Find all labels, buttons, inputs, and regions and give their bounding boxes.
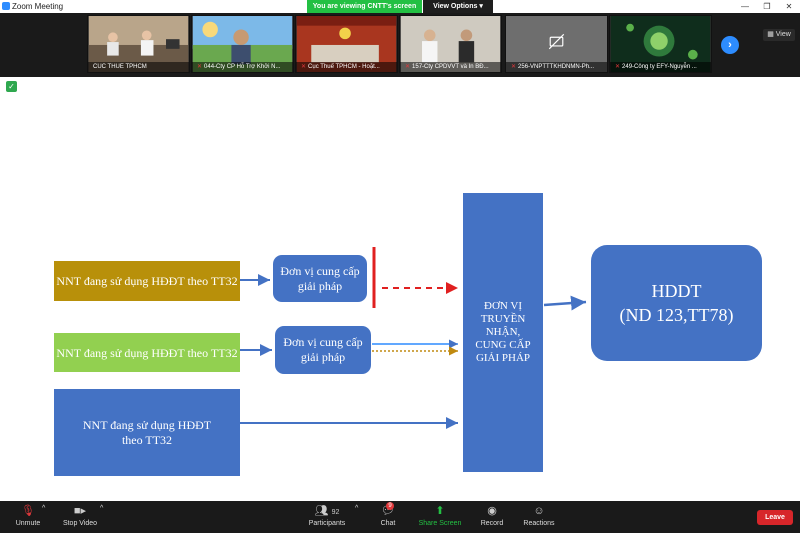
participants-caret-icon[interactable]: ^ <box>355 505 359 512</box>
audio-options-caret-icon[interactable]: ^ <box>42 505 46 512</box>
share-screen-label: Share Screen <box>418 520 462 527</box>
participant-tile[interactable]: ✕044-Cty CP Hỗ Trợ Khởi N... <box>191 15 294 73</box>
chat-icon: 💬︎9 <box>381 502 395 517</box>
nnt-box-row1: NNT đang sử dụng HĐĐT theo TT32 <box>54 261 240 301</box>
participant-name: ✕256-VNPTTTKHDNMN-Ph... <box>506 62 607 72</box>
muted-mic-icon: ✕ <box>615 64 621 70</box>
view-button[interactable]: ▦ View <box>763 29 795 41</box>
encryption-shield-icon[interactable]: ✓ <box>6 81 17 92</box>
chat-label: Chat <box>380 520 396 527</box>
participant-name: ✕249-Công ty EFY-Nguyễn ... <box>610 62 711 72</box>
participant-tile[interactable]: ✕Cục Thuế TPHCM - Hoặt... <box>295 15 398 73</box>
transmitter-box: ĐƠN VỊ TRUYỀN NHẬN, CUNG CẤP GIẢI PHÁP <box>463 193 543 472</box>
share-screen-icon: ⬆ <box>435 505 445 517</box>
viewing-screen-banner: You are viewing CNTT's screen <box>307 0 422 13</box>
participant-name: ✕157-Cty CPDVVT và In BĐ... <box>400 62 501 72</box>
record-icon: ◉ <box>487 505 497 517</box>
participants-label: Participants <box>308 520 346 527</box>
view-options-label: View Options <box>433 3 478 10</box>
reactions-smiley-icon: ☺ <box>533 505 545 517</box>
provider-box-row2: Đơn vị cung cấp giải pháp <box>275 326 371 374</box>
provider-box-row1: Đơn vị cung cấp giải pháp <box>273 255 367 302</box>
chat-badge: 9 <box>386 502 394 510</box>
arrow-transmitter-to-hddt <box>543 295 587 311</box>
reactions-label: Reactions <box>523 520 555 527</box>
close-icon[interactable]: ✕ <box>785 2 793 11</box>
muted-mic-icon: ✕ <box>511 64 517 70</box>
slide-connectors <box>240 247 587 429</box>
participant-tile[interactable]: ✕249-Công ty EFY-Nguyễn ... <box>609 15 712 73</box>
zoom-logo-icon <box>2 2 10 10</box>
view-label: View <box>775 31 791 38</box>
minimize-icon[interactable]: — <box>741 2 749 11</box>
muted-mic-icon: 🎙︎ <box>21 505 35 517</box>
view-options-button[interactable]: View Options ▾ <box>423 0 493 13</box>
chat-button[interactable]: 💬︎9 Chat <box>376 502 400 527</box>
record-label: Record <box>480 520 504 527</box>
participant-name: ✕044-Cty CP Hỗ Trợ Khởi N... <box>192 62 293 72</box>
participant-count: 92 <box>331 509 340 516</box>
next-page-arrow-icon[interactable]: › <box>721 36 739 54</box>
window-title: Zoom Meeting <box>12 2 64 11</box>
participant-tile[interactable]: ✕256-VNPTTTKHDNMN-Ph... <box>505 15 608 73</box>
stop-video-button[interactable]: ■▸ Stop Video <box>60 504 100 527</box>
unmute-button[interactable]: 🎙︎ Unmute <box>10 504 46 527</box>
participants-button[interactable]: 👥︎ 92 Participants <box>305 504 349 527</box>
video-options-caret-icon[interactable]: ^ <box>100 505 104 512</box>
hddt-title: HDDT <box>651 281 702 301</box>
muted-mic-icon: ✕ <box>301 64 307 70</box>
participant-name: CUC THUE TPHCM <box>88 62 189 72</box>
unmute-label: Unmute <box>15 520 41 527</box>
maximize-icon[interactable]: ❐ <box>763 2 771 11</box>
share-screen-button[interactable]: ⬆ Share Screen <box>417 504 463 527</box>
title-bar: Zoom Meeting You are viewing CNTT's scre… <box>0 0 800 13</box>
muted-mic-icon: ✕ <box>405 64 411 70</box>
hddt-box: HDDT (ND 123,TT78) <box>591 245 762 361</box>
participant-name: ✕Cục Thuế TPHCM - Hoặt... <box>296 62 397 72</box>
shared-screen: ✓ NNT đang sử dụng HĐĐT theo TT32 Đơn vị… <box>0 77 800 501</box>
participant-tile[interactable]: ✕157-Cty CPDVVT và In BĐ... <box>399 15 502 73</box>
video-camera-icon: ■▸ <box>73 505 87 517</box>
stop-video-label: Stop Video <box>62 520 98 527</box>
record-button[interactable]: ◉ Record <box>478 504 506 527</box>
participant-gallery: CUC THUE TPHCM ✕044-Cty CP Hỗ Trợ Khởi N… <box>0 13 800 77</box>
participants-icon: 👥︎ 92 <box>314 505 340 517</box>
nnt-box-row2: NNT đang sử dụng HĐĐT theo TT32 <box>54 333 240 372</box>
reactions-button[interactable]: ☺ Reactions <box>522 504 556 527</box>
meeting-toolbar: 🎙︎ Unmute ^ ■▸ Stop Video ^ 👥︎ 92 Partic… <box>0 501 800 533</box>
leave-button[interactable]: Leave <box>757 510 793 525</box>
muted-mic-icon: ✕ <box>197 64 203 70</box>
nnt-box-row3: NNT đang sử dụng HĐĐT theo TT32 <box>54 389 240 476</box>
hddt-subtitle: (ND 123,TT78) <box>619 305 734 325</box>
participant-tile[interactable]: CUC THUE TPHCM <box>87 15 190 73</box>
